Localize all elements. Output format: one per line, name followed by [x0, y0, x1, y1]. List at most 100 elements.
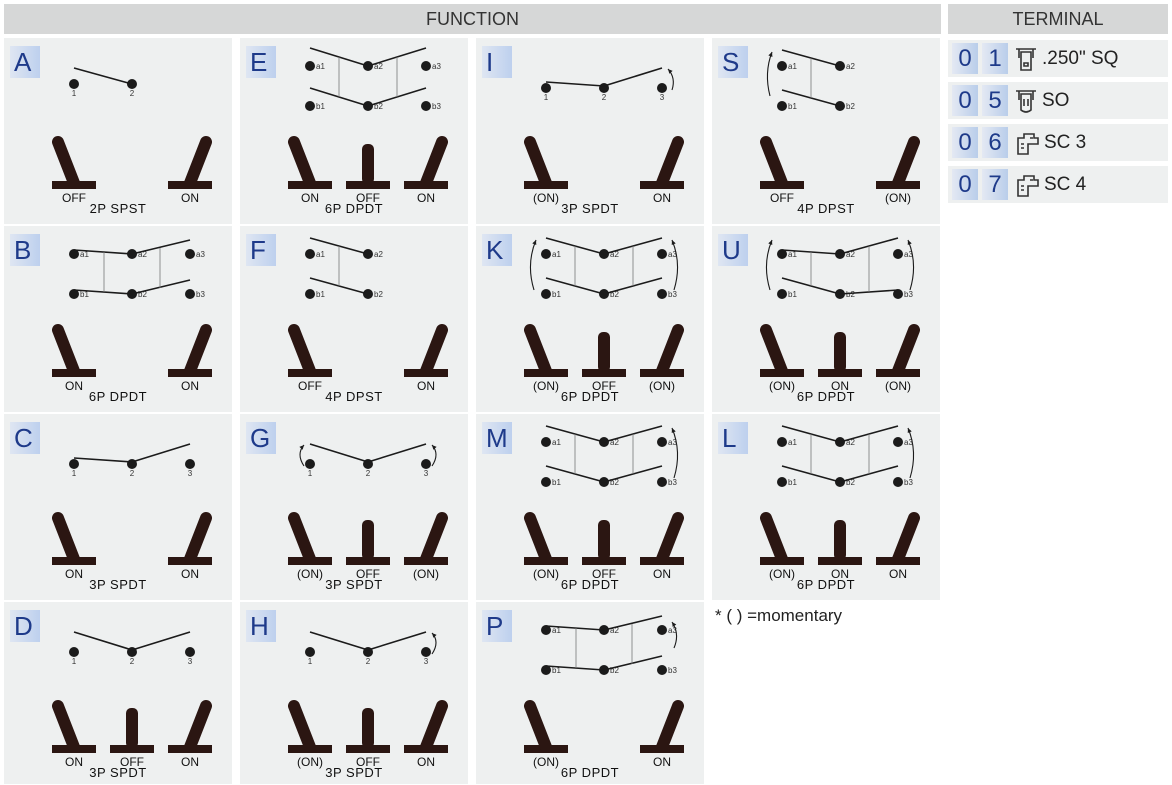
switch-blade: [367, 443, 427, 463]
contact-dot: [541, 477, 551, 487]
contact-label: b1: [80, 290, 89, 299]
function-name: 4P DPST: [797, 201, 854, 216]
position-label: OFF: [356, 567, 380, 581]
momentary-arrow-head: [768, 52, 773, 57]
function-letter: B: [10, 234, 40, 266]
contact-dot: [893, 249, 903, 259]
contact-label: 3: [424, 657, 429, 666]
toggle-lever: [362, 708, 374, 748]
contact-label: a2: [610, 438, 619, 447]
toggle-lever: [420, 700, 448, 753]
contact-dot: [541, 437, 551, 447]
position-label: (ON): [533, 379, 559, 393]
function-letter: C: [10, 422, 40, 454]
switch-blade: [73, 289, 133, 295]
position-label: (ON): [297, 755, 323, 769]
contact-label: b2: [846, 478, 855, 487]
contact-label: 2: [366, 657, 371, 666]
toggle-switch-icon: [760, 136, 804, 189]
contact-dot: [893, 437, 903, 447]
toggle-switch-icon: [524, 136, 568, 189]
toggle-switch-icon: [52, 512, 96, 565]
contact-label: b1: [552, 290, 561, 299]
toggle-switch-icon: [876, 512, 920, 565]
contact-dot: [657, 83, 667, 93]
terminal-code-digit: 7: [982, 169, 1008, 200]
position-label: OFF: [62, 191, 86, 205]
contact-label: b2: [610, 290, 619, 299]
contact-label: a1: [80, 250, 89, 259]
position-label: ON: [653, 567, 671, 581]
toggle-switch-icon: [288, 324, 332, 377]
toggle-lever: [892, 512, 920, 565]
position-label: (ON): [885, 191, 911, 205]
switch-blade: [545, 81, 605, 87]
momentary-arrow-head: [671, 428, 676, 433]
quick-connect-terminal-icon: [1016, 47, 1036, 71]
contact-label: a1: [552, 438, 561, 447]
terminal-code-digit: 0: [952, 127, 978, 158]
function-letter: P: [482, 610, 512, 642]
function-letter: A: [10, 46, 40, 78]
toggle-switch-icon: [640, 512, 684, 565]
toggle-switch-icon: [52, 136, 96, 189]
toggle-switch-icon: [168, 512, 212, 565]
momentary-arrow: [907, 427, 915, 479]
contact-label: a3: [668, 626, 677, 635]
contact-dot: [185, 249, 195, 259]
position-label: (ON): [533, 755, 559, 769]
momentary-arrow-head: [907, 428, 912, 433]
contact-label: a3: [668, 250, 677, 259]
contact-label: b3: [904, 290, 913, 299]
contact-label: b1: [552, 666, 561, 675]
contact-dot: [835, 61, 845, 71]
momentary-arrow-head: [432, 633, 437, 638]
contact-label: a2: [138, 250, 147, 259]
contact-dot: [69, 249, 79, 259]
switch-blade: [603, 655, 663, 671]
toggle-base: [818, 557, 862, 565]
toggle-lever: [184, 700, 212, 753]
contact-label: a2: [610, 626, 619, 635]
contact-dot: [421, 101, 431, 111]
switch-blade: [73, 67, 133, 85]
momentary-arrow: [907, 239, 915, 291]
momentary-arrow: [671, 427, 679, 479]
function-name: 3P SPDT: [325, 577, 382, 592]
contact-label: a2: [846, 438, 855, 447]
toggle-lever: [598, 332, 610, 372]
toggle-lever: [524, 512, 552, 565]
contact-label: b1: [788, 478, 797, 487]
function-name: 6P DPDT: [561, 577, 619, 592]
position-label: ON: [65, 379, 83, 393]
momentary-arrow: [529, 239, 537, 291]
contact-dot: [541, 249, 551, 259]
contact-dot: [305, 289, 315, 299]
function-letter: L: [718, 422, 748, 454]
contact-dot: [657, 625, 667, 635]
function-letter: K: [482, 234, 512, 266]
contact-dot: [305, 249, 315, 259]
position-label: ON: [653, 191, 671, 205]
contact-label: b3: [432, 102, 441, 111]
contact-dot: [657, 665, 667, 675]
position-label: OFF: [770, 191, 794, 205]
position-label: (ON): [769, 379, 795, 393]
position-label: ON: [65, 567, 83, 581]
toggle-switch-icon: [404, 324, 448, 377]
switch-blade: [545, 665, 605, 671]
toggle-lever: [52, 324, 80, 377]
contact-label: 1: [72, 469, 77, 478]
contact-dot: [421, 647, 431, 657]
position-label: ON: [181, 755, 199, 769]
